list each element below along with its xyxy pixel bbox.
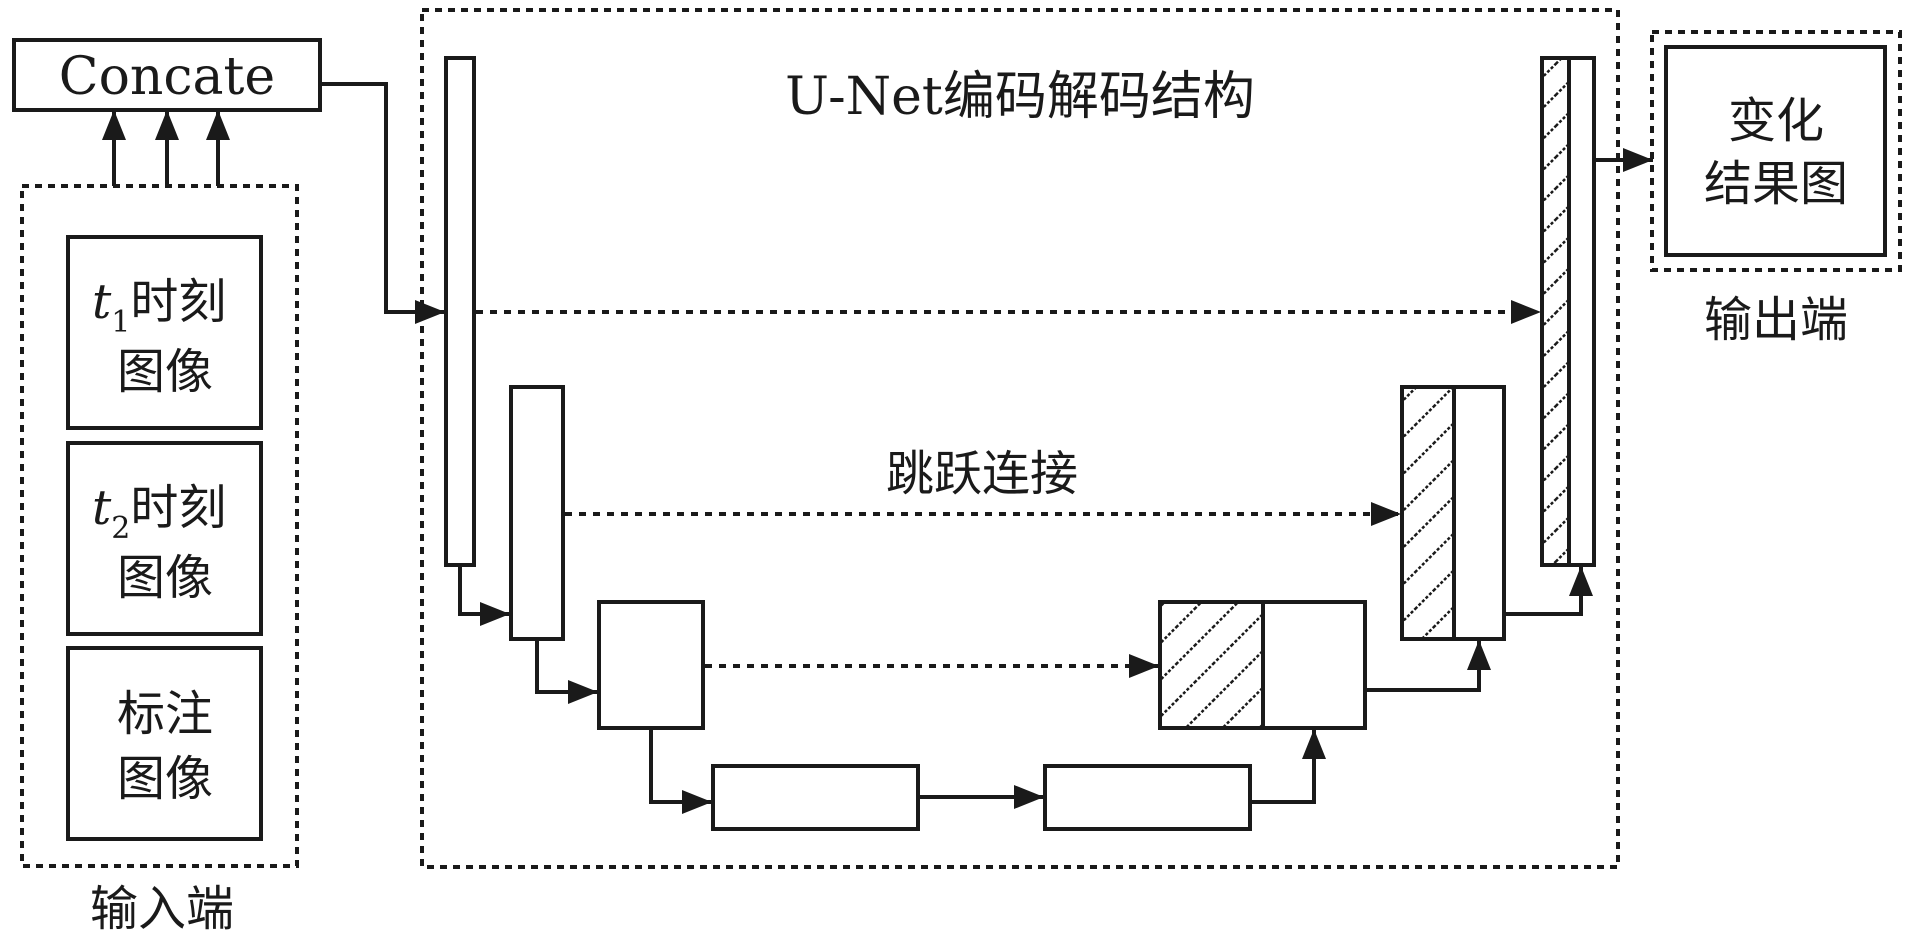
up-arrow-2 <box>1365 640 1491 692</box>
concat-to-encoder-arrow <box>320 82 445 324</box>
bottleneck-block-2 <box>1043 764 1252 831</box>
result-map-title: 变化 <box>1728 93 1824 149</box>
encoder-block-3 <box>597 600 705 730</box>
up-arrow-1 <box>1250 729 1326 804</box>
decoder-block-3 <box>1261 600 1367 730</box>
decoder-block-2 <box>1452 385 1506 641</box>
t1-image-box <box>66 235 263 430</box>
concat-label: Concate <box>59 47 275 107</box>
up-arrow-3 <box>1504 566 1593 616</box>
output-section-label: 输出端 <box>1704 292 1848 348</box>
t2-image-subtitle: 图像 <box>117 550 213 606</box>
down-arrow-2 <box>535 639 598 704</box>
t1-image-subtitle: 图像 <box>117 344 213 400</box>
result-map-subtitle: 结果图 <box>1704 156 1848 212</box>
t2-image-title: t2时刻 <box>92 480 226 546</box>
decoder-block-1 <box>1567 56 1596 567</box>
down-arrow-3 <box>649 728 712 814</box>
label-image-title: 标注 <box>117 686 213 742</box>
unet-section-border <box>420 8 1620 869</box>
down-arrow-1 <box>458 565 510 626</box>
encoder-block-2 <box>509 385 565 641</box>
output-section-border <box>1650 30 1902 272</box>
decoder-block-3-skip <box>1158 600 1265 730</box>
result-map-box <box>1664 45 1887 257</box>
unet-title: U-Net编码解码结构 <box>785 67 1255 127</box>
encoder-block-1 <box>444 56 476 567</box>
t2-image-box <box>66 441 263 636</box>
concat-box <box>12 38 322 112</box>
t1-image-title: t1时刻 <box>92 274 226 340</box>
label-image-box <box>66 646 263 841</box>
input-section-border <box>20 184 299 868</box>
skip-connection-label: 跳跃连接 <box>886 446 1078 502</box>
decoder-block-1-skip <box>1540 56 1571 567</box>
bottleneck-block-1 <box>711 764 920 831</box>
input-section-label: 输入端 <box>90 881 234 937</box>
decoder-block-2-skip <box>1400 385 1456 641</box>
label-image-subtitle: 图像 <box>117 751 213 807</box>
